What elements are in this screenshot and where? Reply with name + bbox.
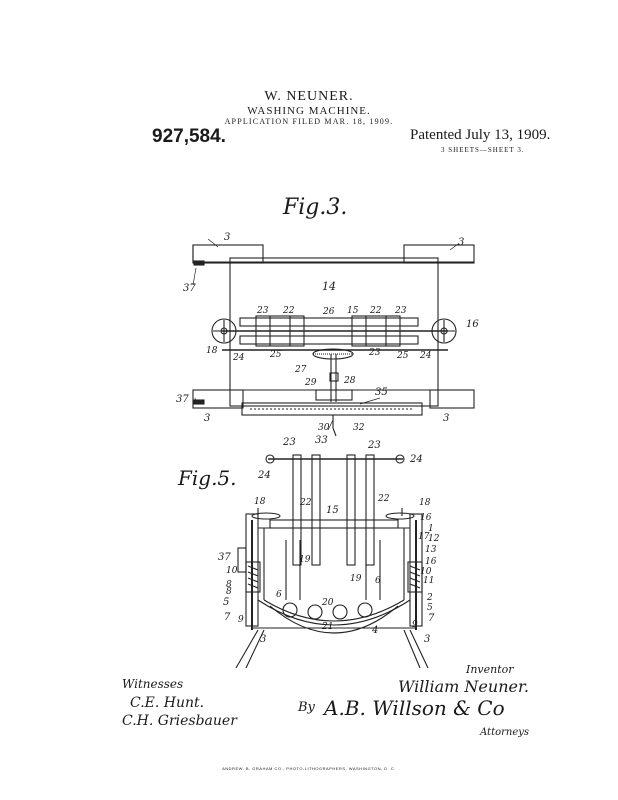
by-label: By [298, 700, 315, 715]
ref-numeral: 1 [428, 524, 434, 534]
ref-numeral: 19 [350, 574, 362, 584]
ref-numeral: 6 [276, 590, 282, 600]
ref-numeral: 15 [326, 505, 339, 516]
figure-5-drawing [235, 454, 429, 669]
witness-signature-2: C.H. Griesbauer [122, 713, 237, 729]
ref-numeral: 9 [412, 620, 418, 630]
ref-numeral: 7 [428, 613, 435, 624]
patent-title: WASHING MACHINE. [247, 105, 371, 117]
ref-numeral: 10 [420, 567, 432, 577]
ref-numeral: 25 [270, 350, 282, 360]
ref-numeral: 16 [420, 513, 432, 523]
ref-numeral: 17 [418, 532, 430, 542]
ref-numeral: 8 [226, 587, 232, 597]
ref-numeral: 8 [226, 580, 232, 590]
ref-numeral: 20 [322, 598, 334, 608]
figure-5-label: Fig.5. [178, 466, 237, 490]
ref-numeral: 3 [443, 413, 450, 424]
ref-numeral: 22 [283, 306, 295, 316]
ref-numeral: 16 [425, 557, 437, 567]
ref-numeral: 19 [299, 555, 311, 565]
attorneys-label: Attorneys [480, 727, 530, 738]
ref-numeral: 37 [176, 394, 189, 405]
sheet-count: 3 SHEETS—SHEET 3. [441, 146, 525, 154]
ref-numeral: 13 [425, 545, 437, 555]
ref-numeral: 35 [375, 387, 388, 398]
ref-numeral: 3 [224, 232, 231, 243]
witness-signature-1: C.E. Hunt. [130, 695, 205, 711]
ref-numeral: 18 [419, 498, 431, 508]
inventor-signature: William Neuner. [398, 677, 529, 696]
ref-numeral: 16 [466, 319, 479, 330]
inventor-heading: W. NEUNER. [264, 89, 354, 104]
ref-numeral: 37 [183, 283, 196, 294]
ref-numeral: 23 [257, 306, 269, 316]
ref-numeral: 24 [258, 470, 271, 481]
ref-numeral: 23 [368, 440, 381, 451]
ref-numeral: 3 [260, 634, 267, 645]
ref-numeral: 24 [233, 353, 245, 363]
attorneys-signature: A.B. Willson & Co [324, 696, 505, 720]
ref-numeral: 30 [318, 423, 330, 433]
ref-numeral: 2 [427, 593, 433, 603]
ref-numeral: 24 [410, 454, 423, 465]
inventor-label: Inventor [466, 663, 514, 676]
ref-numeral: 10 [226, 566, 238, 576]
ref-numeral: 26 [323, 307, 335, 317]
ref-numeral: 23 [395, 306, 407, 316]
ref-numeral: 18 [206, 346, 218, 356]
patented-date: Patented July 13, 1909. [410, 127, 551, 143]
ref-numeral: 7 [224, 612, 231, 623]
ref-numeral: 14 [322, 280, 336, 293]
ref-numeral: 27 [295, 365, 307, 375]
ref-numeral: 29 [305, 378, 317, 388]
ref-numeral: 22 [378, 494, 390, 504]
ref-numeral: 3 [458, 237, 465, 248]
ref-numeral: 5 [223, 597, 230, 608]
ref-numeral: 3 [204, 413, 211, 424]
ref-numeral: 23 [283, 437, 296, 448]
patent-number: 927,584. [152, 126, 226, 147]
ref-numeral: 23 [369, 348, 381, 358]
ref-numeral: 18 [254, 497, 266, 507]
ref-numeral: 9 [238, 615, 244, 625]
ref-numeral: 21 [322, 622, 334, 632]
ref-numeral: 25 [397, 351, 409, 361]
figure-3-drawing [192, 244, 475, 437]
witnesses-label: Witnesses [122, 677, 184, 691]
ref-numeral: 28 [344, 376, 356, 386]
ref-numeral: 6 [375, 576, 381, 586]
ref-numeral: 22 [300, 498, 312, 508]
ref-numeral: 3 [424, 634, 431, 645]
ref-numeral: 22 [370, 306, 382, 316]
ref-numeral: 33 [315, 435, 328, 446]
ref-numeral: 15 [347, 306, 359, 316]
figure-3-label: Fig.3. [283, 195, 348, 220]
ref-numeral: 12 [428, 534, 440, 544]
application-filed: APPLICATION FILED MAR. 18, 1909. [224, 117, 394, 126]
ref-numeral: 32 [353, 423, 365, 433]
ref-numeral: 5 [427, 603, 433, 613]
ref-numeral: 11 [423, 576, 435, 586]
ref-numeral: 24 [420, 351, 432, 361]
ref-numeral: 37 [218, 552, 231, 563]
printer-credit: ANDREW. B. GRAHAM CO., PHOTO-LITHOGRAPHE… [222, 766, 396, 771]
ref-numeral: 4 [372, 625, 379, 636]
